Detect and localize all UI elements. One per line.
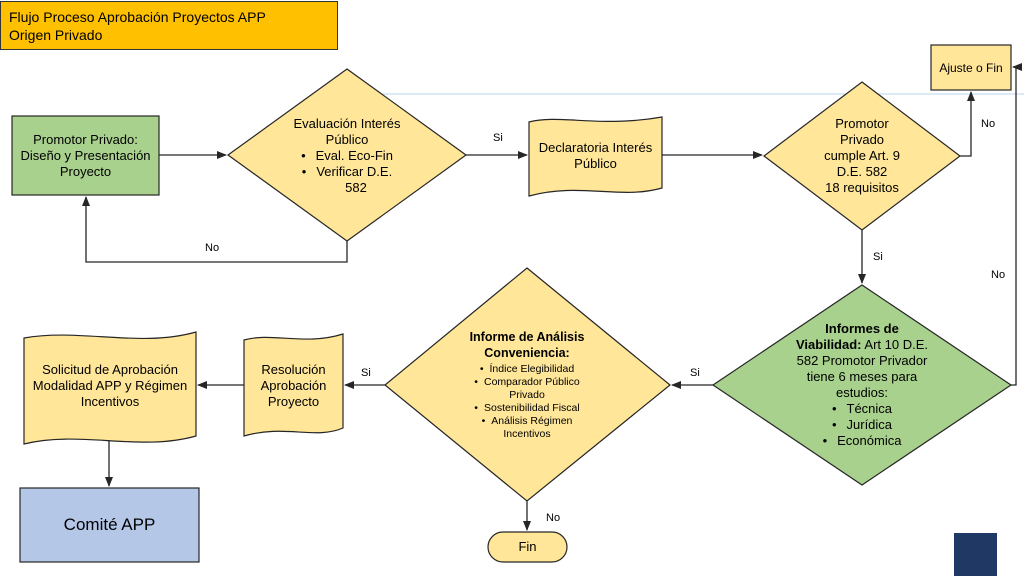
comite-text: Comité APP xyxy=(20,488,199,562)
promotor-line-1: Promotor Privado: xyxy=(33,131,138,147)
promotor-line-2: Diseño y Presentación xyxy=(20,147,151,163)
informe-title-1: Informe de Análisis xyxy=(469,330,585,344)
viabilidad-bold-part: Viabilidad: xyxy=(796,337,862,352)
label-si-informe: Si xyxy=(361,367,371,379)
promotor-box[interactable] xyxy=(11,115,160,196)
label-si-viabilidad: Si xyxy=(690,367,700,379)
informe-bullet-1: Índice Elegibilidad xyxy=(463,363,591,376)
evaluacion-line-1: Evaluación Interés xyxy=(293,116,401,131)
label-no-viabilidad: No xyxy=(991,269,1006,281)
label-no-informe: No xyxy=(546,512,561,524)
evaluacion-text: Evaluación Interés Público Eval. Eco-Fin… xyxy=(277,110,417,202)
ajuste-text: Ajuste o Fin xyxy=(931,45,1011,90)
corner-decoration xyxy=(954,533,997,576)
declaratoria-line-2: Público xyxy=(574,156,617,171)
viabilidad-line-3: tiene 6 meses para xyxy=(806,369,918,384)
viabilidad-bullet-2: Jurídica xyxy=(823,417,902,433)
label-no-cumple: No xyxy=(981,118,996,130)
viabilidad-bullet-1: Técnica xyxy=(823,401,902,417)
declaratoria-document[interactable] xyxy=(528,116,663,197)
cumple-line-3: cumple Art. 9 xyxy=(824,148,900,163)
informe-bullets: Índice Elegibilidad Comparador Público P… xyxy=(463,363,591,441)
comite-label: Comité APP xyxy=(63,515,156,534)
declaratoria-text: Declaratoria Interés Público xyxy=(529,126,662,186)
viabilidad-line-2: 582 Promotor Privador xyxy=(796,353,928,368)
ajuste-label: Ajuste o Fin xyxy=(939,60,1003,75)
resolucion-line-2: Aprobación xyxy=(260,378,327,393)
solicitud-line-3: Incentivos xyxy=(80,394,140,409)
informe-bullet-2: Comparador Público Privado xyxy=(463,376,591,402)
fin-label: Fin xyxy=(518,539,537,554)
arrow-evaluacion-promotor-no xyxy=(82,196,348,263)
informe-title-2: Conveniencia: xyxy=(484,346,570,360)
label-si-evaluacion: Si xyxy=(493,132,503,144)
arrow-viabilidad-ajuste-no xyxy=(1011,63,1022,386)
title-line-1: Flujo Proceso Aprobación Proyectos APP xyxy=(9,9,266,25)
viabilidad-bullet-3: Económica xyxy=(823,433,901,449)
evaluacion-bullets: Eval. Eco-Fin Verificar D.E. xyxy=(301,148,393,180)
viabilidad-bullets: Técnica Jurídica Económica xyxy=(823,401,902,449)
viabilidad-bold-start: Informes de xyxy=(825,321,899,336)
promotor-text: Promotor Privado: Diseño y Presentación … xyxy=(12,116,159,195)
viabilidad-rest-first: Art 10 D.E. xyxy=(861,337,928,352)
solicitud-line-2: Modalidad APP y Régimen xyxy=(32,378,188,393)
title-line-2: Origen Privado xyxy=(9,27,103,43)
viabilidad-text: Informes de Viabilidad: Art 10 D.E. 582 … xyxy=(785,312,939,458)
evaluacion-line-after: 582 xyxy=(345,180,367,195)
evaluacion-line-2: Público xyxy=(325,132,369,147)
resolucion-document[interactable] xyxy=(243,333,344,437)
informe-bullet-3: Sostenibilidad Fiscal xyxy=(463,402,591,415)
cumple-line-5: 18 requisitos xyxy=(825,180,899,195)
resolucion-line-1: Resolución xyxy=(261,362,326,377)
arrow-cumple-ajuste-no xyxy=(960,91,975,157)
resolucion-line-3: Proyecto xyxy=(267,394,320,409)
solicitud-line-1: Solicitud de Aprobación xyxy=(42,362,178,377)
cumple-line-2: Privado xyxy=(839,132,885,147)
declaratoria-line-1: Declaratoria Interés xyxy=(538,140,653,155)
diagram-title: Flujo Proceso Aprobación Proyectos APP O… xyxy=(0,1,338,50)
solicitud-document[interactable] xyxy=(23,331,197,445)
comite-box[interactable] xyxy=(19,487,200,563)
fin-text: Fin xyxy=(488,532,567,562)
fin-terminator[interactable] xyxy=(487,531,568,563)
viabilidad-diamond[interactable] xyxy=(711,284,1013,486)
evaluacion-bullet-1: Eval. Eco-Fin xyxy=(301,148,393,164)
label-si-cumple: Si xyxy=(873,251,883,263)
informe-bullet-4: Análisis Régimen Incentivos xyxy=(463,415,591,441)
cumple-line-4: D.E. 582 xyxy=(836,164,888,179)
evaluacion-bullet-2: Verificar D.E. xyxy=(301,164,393,180)
cumple-text: Promotor Privado cumple Art. 9 D.E. 582 … xyxy=(800,110,924,202)
resolucion-text: Resolución Aprobación Proyecto xyxy=(244,346,343,426)
ajuste-box[interactable] xyxy=(930,44,1012,91)
viabilidad-line-4: estudios: xyxy=(835,385,889,400)
cumple-line-1: Promotor xyxy=(835,116,889,131)
viabilidad-line-mixed: Viabilidad: Art 10 D.E. xyxy=(796,337,928,353)
label-no-evaluacion: No xyxy=(205,242,220,254)
solicitud-text: Solicitud de Aprobación Modalidad APP y … xyxy=(24,344,196,428)
promotor-line-3: Proyecto xyxy=(59,163,112,179)
informe-text: Informe de Análisis Conveniencia: Índice… xyxy=(452,318,602,452)
